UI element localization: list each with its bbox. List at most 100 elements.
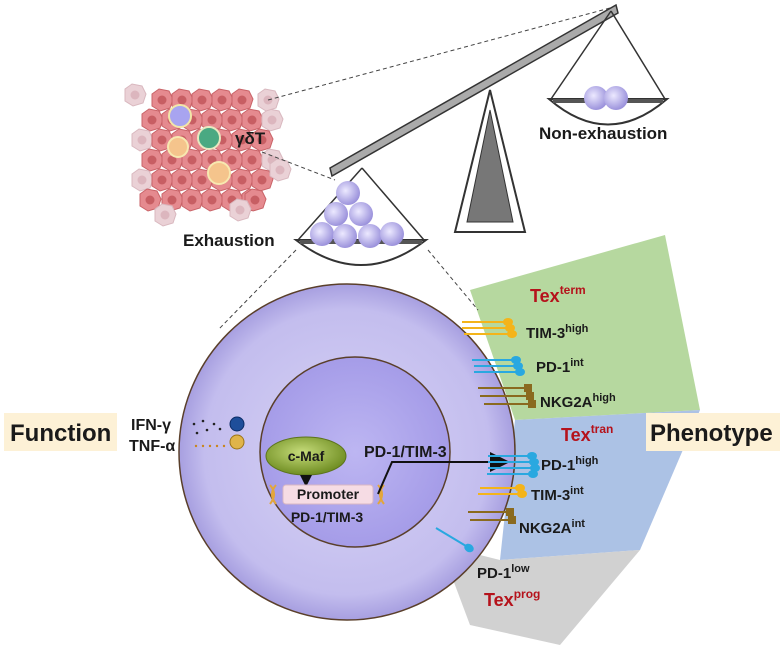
zoom-line-left — [217, 249, 297, 331]
nkg2a-receptor-icon — [470, 516, 516, 524]
nkg2a-receptor-icon — [468, 508, 514, 516]
zoom-line-cluster-top — [267, 7, 611, 101]
pd1-receptor-icon — [474, 368, 525, 376]
tim3-int-label: TIM-3int — [531, 485, 584, 504]
exhausted-cell-pile — [310, 181, 404, 248]
tumor-cell — [261, 108, 284, 132]
pd1-int-label: PD-1int — [536, 357, 584, 376]
scale-beam — [329, 3, 619, 178]
tumor-cell — [141, 148, 164, 172]
tim3-receptor-icon — [480, 484, 525, 492]
pd1-receptor-icon — [472, 356, 521, 364]
gamma-delta-t-cell — [197, 126, 221, 150]
cytokine-dots — [192, 419, 222, 435]
tnf-dots — [194, 444, 226, 448]
right-pan-string — [550, 10, 612, 100]
nkg2a-high-label: NKG2Ahigh — [540, 392, 616, 411]
pd1-receptor-icon — [488, 452, 537, 460]
tumor-cell — [139, 188, 162, 212]
tnf-alpha-granule-icon — [229, 434, 245, 450]
gamma-delta-t-cell — [168, 104, 192, 128]
tim3-high-label: TIM-3high — [526, 323, 589, 342]
tumor-cell — [181, 188, 204, 212]
function-label-box — [4, 413, 117, 451]
tumor-cell — [141, 108, 164, 132]
tex-prog-zone — [440, 545, 640, 645]
tumor-cell — [221, 108, 244, 132]
tumor-cell — [269, 158, 292, 182]
tumor-cell — [251, 128, 274, 152]
tumor-cell — [131, 128, 154, 152]
right-pan-string — [610, 10, 666, 100]
tumor-cell — [241, 108, 264, 132]
non-exhaustion-label: Non-exhaustion — [539, 124, 667, 143]
arrow-target-label: PD-1/TIM-3 — [364, 444, 447, 461]
ifn-gamma-label: IFN-γ — [131, 417, 171, 434]
cell-ball — [604, 86, 628, 110]
pd1-receptor-icon — [488, 464, 540, 472]
cell-ball — [584, 86, 608, 110]
tumor-cell — [231, 88, 254, 112]
tim3-receptor-icon — [462, 324, 515, 332]
surface-receptors — [435, 318, 540, 553]
cell-ball — [349, 202, 373, 226]
tumor-cell-cluster — [124, 83, 292, 227]
tex-prog-label: Texprog — [484, 587, 540, 610]
left-pan-string — [361, 167, 425, 241]
tumor-cell — [229, 198, 252, 222]
function-label: Function — [10, 420, 111, 447]
promoter-target-label: PD-1/TIM-3 — [291, 509, 364, 525]
scale-fulcrum-inner — [466, 109, 514, 223]
tnf-alpha-label: TNF-α — [129, 438, 175, 455]
promoter-box — [282, 484, 374, 505]
promoter-label: Promoter — [297, 486, 360, 502]
tumor-cell — [241, 148, 264, 172]
gamma-delta-t-label: γδT — [235, 129, 266, 148]
zoom-line-cluster-bottom — [261, 151, 336, 181]
tumor-cell — [201, 188, 224, 212]
pd1-receptor-icon — [474, 362, 523, 370]
cell-ball — [310, 222, 334, 246]
c-maf-label: c-Maf — [288, 448, 325, 464]
nkg2a-receptor-icon — [480, 392, 534, 400]
tumor-cell — [151, 168, 174, 192]
tex-term-zone — [470, 235, 700, 420]
tumor-cell — [171, 168, 194, 192]
tumor-cell — [154, 203, 177, 227]
tumor-cell — [191, 88, 214, 112]
cell-ball — [333, 224, 357, 248]
tumor-cell — [131, 168, 154, 192]
phenotype-label: Phenotype — [650, 420, 773, 447]
tumor-cell — [151, 88, 174, 112]
expression-arrow — [377, 452, 510, 495]
cell-ball — [358, 224, 382, 248]
exhaustion-label: Exhaustion — [183, 231, 275, 250]
pd1-high-label: PD-1high — [541, 455, 599, 474]
nkg2a-int-label: NKG2Aint — [519, 518, 585, 537]
dna-left-icon — [269, 484, 277, 505]
tumor-cell — [231, 168, 254, 192]
tumor-cell — [124, 83, 147, 107]
tumor-cell — [211, 88, 234, 112]
tim3-receptor-icon — [462, 318, 513, 326]
cell-ball — [324, 202, 348, 226]
pd1-receptor-icon — [487, 470, 538, 478]
nkg2a-receptor-icon — [484, 400, 536, 408]
zoom-line-right — [427, 249, 479, 311]
tex-tran-label: Textran — [561, 422, 613, 445]
nkg2a-receptor-icon — [478, 384, 532, 392]
gamma-delta-t-cell — [207, 161, 231, 185]
tim3-receptor-icon — [464, 330, 517, 338]
dna-right-icon — [377, 484, 385, 505]
ifn-gamma-granule-icon — [229, 416, 245, 432]
phenotype-label-box — [646, 413, 780, 451]
pd1-low-label: PD-1low — [477, 563, 530, 582]
pd1-low-receptor-icon — [435, 527, 474, 553]
tumor-cell — [251, 168, 274, 192]
cell-ball — [336, 181, 360, 205]
left-pan — [293, 239, 429, 266]
cell-ball — [380, 222, 404, 246]
tex-term-label: Texterm — [530, 283, 586, 306]
pd1-receptor-icon — [488, 458, 539, 466]
